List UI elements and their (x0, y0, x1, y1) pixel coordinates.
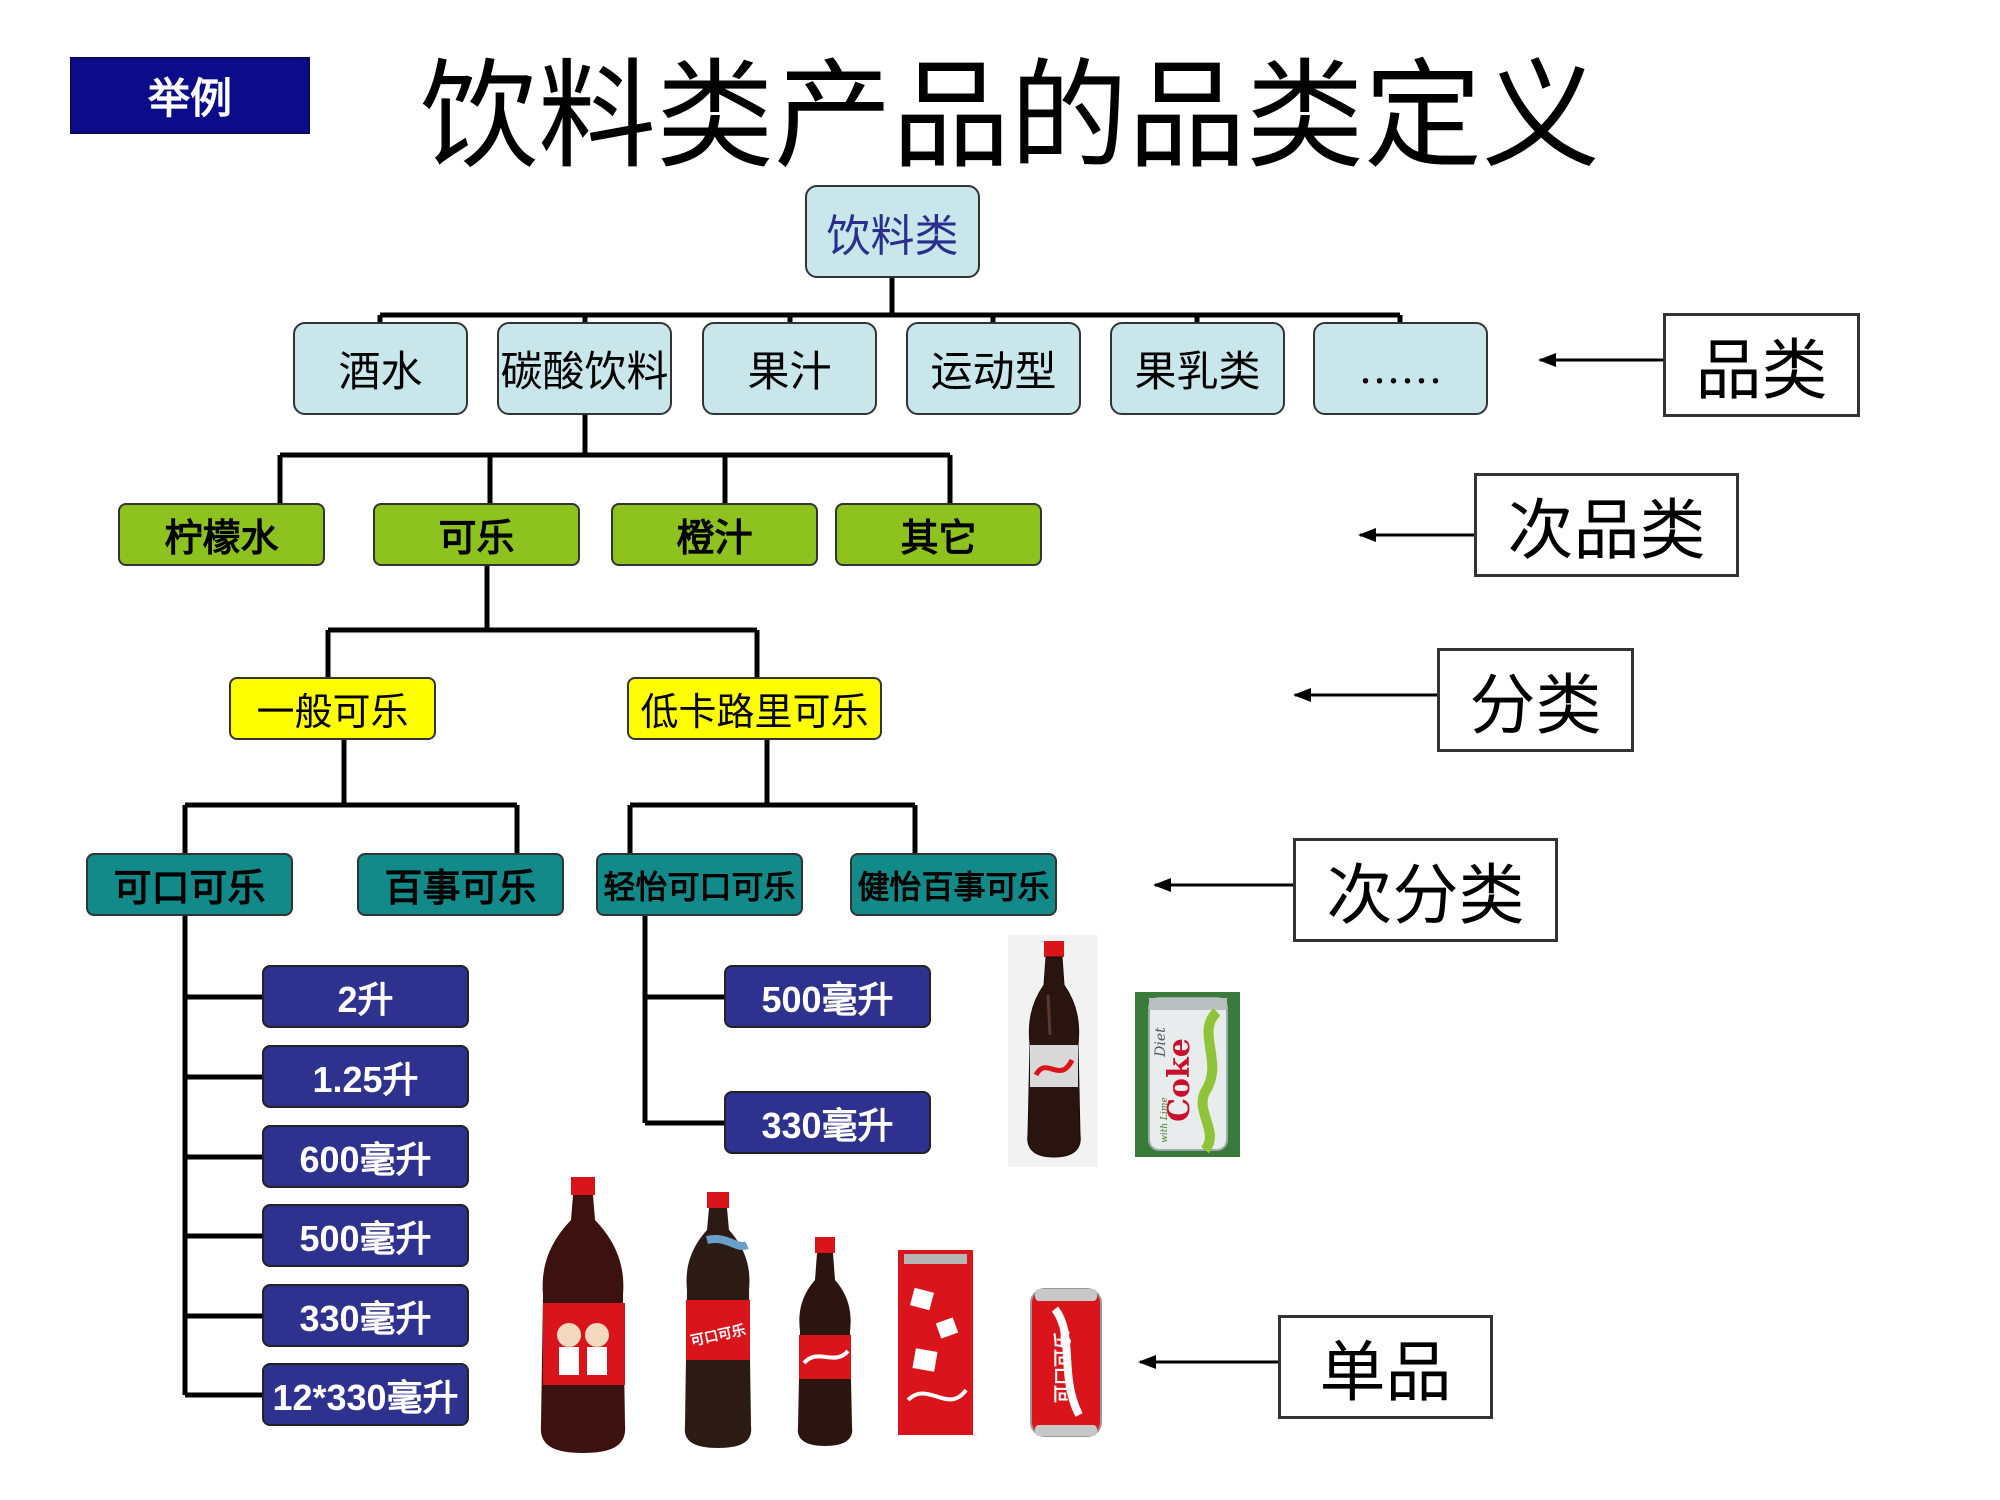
node-size-12x330ml: 12*330毫升 (262, 1363, 469, 1426)
node-size-600ml: 600毫升 (262, 1125, 469, 1188)
level-label-sku: 单品 (1278, 1315, 1493, 1419)
level-label-class: 分类 (1437, 648, 1634, 752)
diet-can-brand-text: Coke (1162, 1038, 1197, 1122)
diet-coke-lime-can-image: Coke Diet with Lime (1135, 992, 1240, 1157)
coke-light-bottle-image (1008, 935, 1098, 1167)
node-brand-pepsi: 百事可乐 (357, 853, 564, 916)
node-light-size-500ml: 500毫升 (724, 965, 931, 1028)
example-tag: 举例 (70, 57, 310, 134)
node-beverages: 饮料类 (805, 185, 980, 278)
diet-can-lime-text: with Lime (1160, 1097, 1170, 1143)
node-category-sports: 运动型 (906, 322, 1081, 415)
level-label-category: 品类 (1663, 313, 1860, 417)
page-title: 饮料类产品的品类定义 (419, 46, 1600, 185)
node-sub-cola: 可乐 (373, 503, 580, 566)
node-sub-lemonade: 柠檬水 (118, 503, 325, 566)
node-sub-other: 其它 (835, 503, 1042, 566)
node-brand-coca-cola: 可口可乐 (86, 853, 293, 916)
node-brand-diet-pepsi: 健怡百事可乐 (850, 853, 1057, 916)
node-size-500ml: 500毫升 (262, 1204, 469, 1267)
level-label-subcategory: 次品类 (1474, 473, 1739, 577)
coke-2l-bottle-image (540, 1177, 626, 1453)
level-label-subclass: 次分类 (1293, 838, 1558, 942)
coke-500ml-can-image (898, 1250, 973, 1435)
can-330ml-script: 可口可乐 (1053, 1331, 1074, 1403)
node-category-more: …… (1313, 322, 1488, 415)
node-category-liquor: 酒水 (293, 322, 468, 415)
node-light-size-330ml: 330毫升 (724, 1091, 931, 1154)
node-category-juice: 果汁 (702, 322, 877, 415)
diet-can-sub-text: Diet (1153, 1027, 1169, 1058)
node-brand-coke-light: 轻怡可口可乐 (596, 853, 803, 916)
node-size-1-25l: 1.25升 (262, 1045, 469, 1108)
node-category-dairy: 果乳类 (1110, 322, 1285, 415)
node-class-low-calorie-cola: 低卡路里可乐 (627, 677, 882, 740)
node-class-regular-cola: 一般可乐 (229, 677, 436, 740)
node-category-carbonated: 碳酸饮料 (497, 322, 672, 415)
node-sub-orange-juice: 橙汁 (611, 503, 818, 566)
node-size-2l: 2升 (262, 965, 469, 1028)
coke-600ml-bottle-image (797, 1237, 853, 1446)
coke-330ml-can-image: 可口可乐 (1030, 1288, 1102, 1437)
node-size-330ml: 330毫升 (262, 1284, 469, 1347)
coke-1-25l-bottle-image: 可口可乐 (684, 1192, 752, 1448)
